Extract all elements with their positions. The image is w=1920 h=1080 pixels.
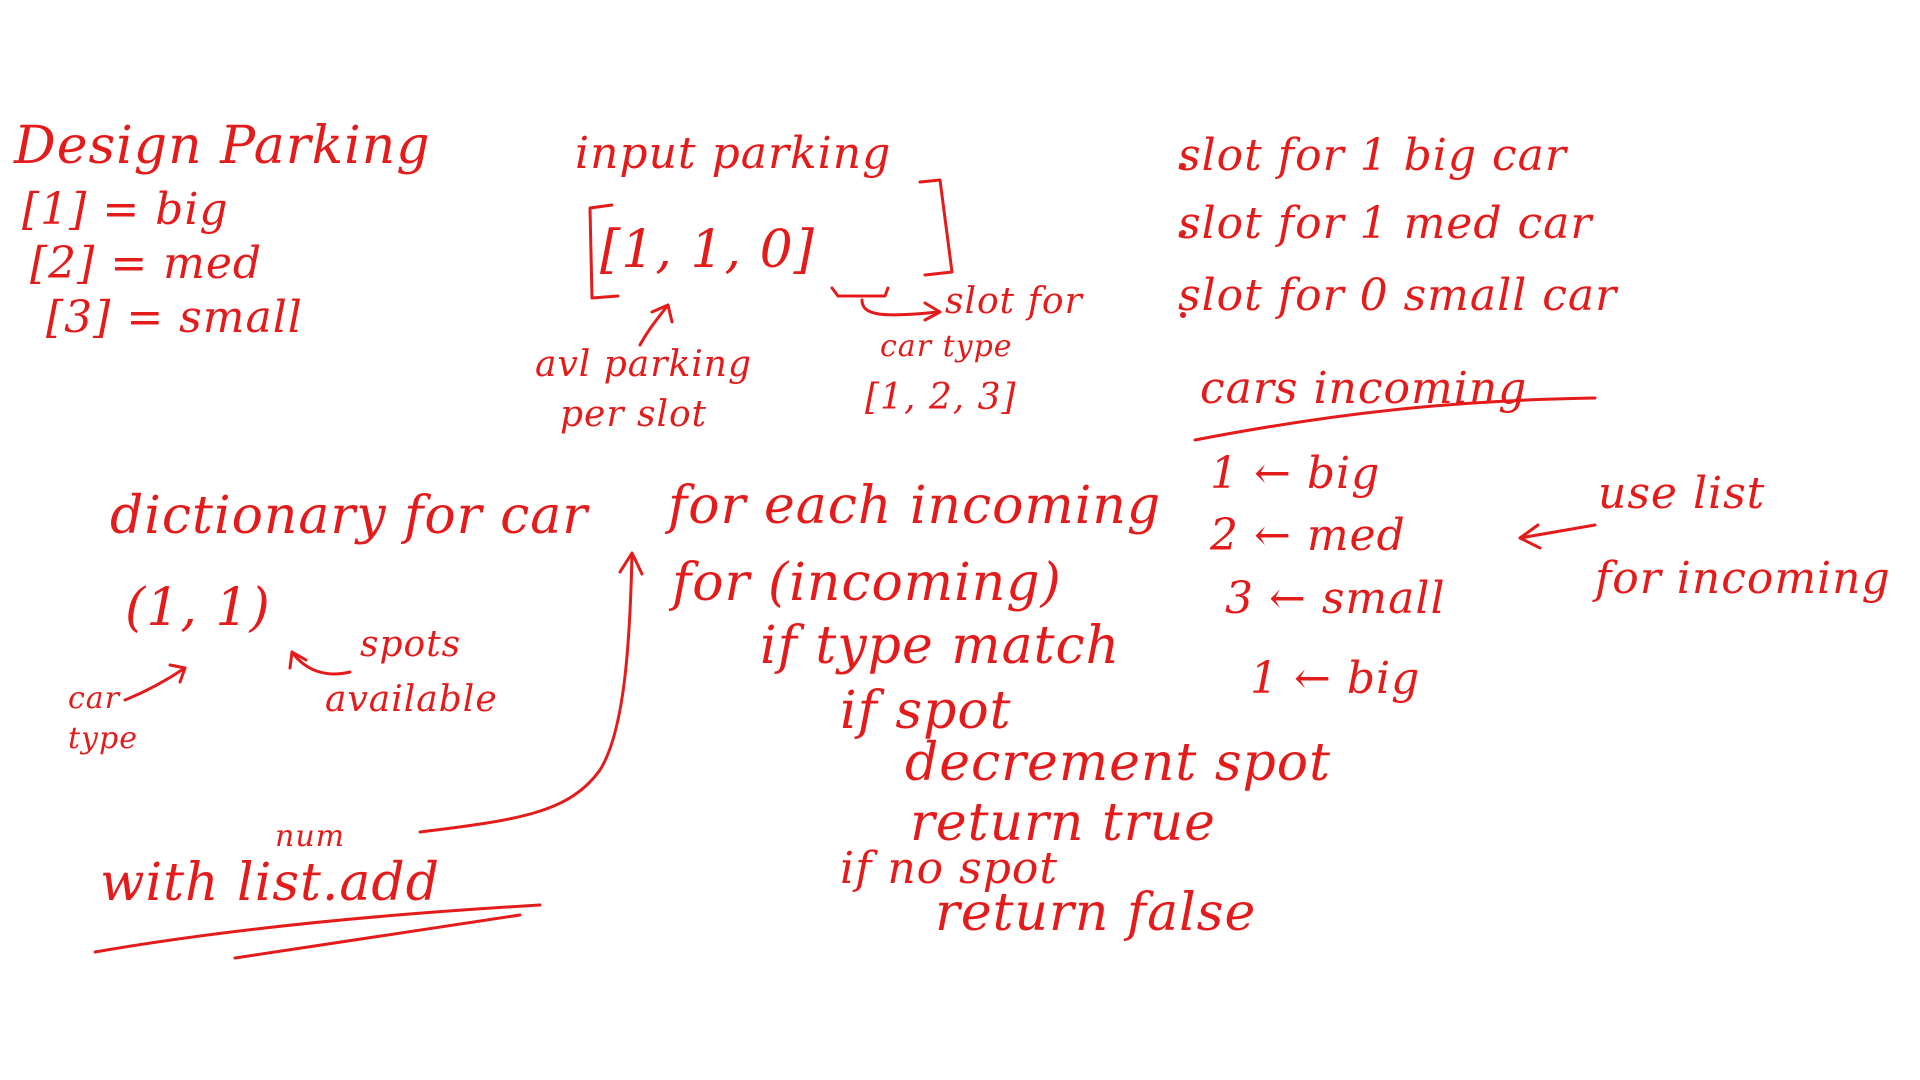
bullet-small-car: slot for 0 small car — [1178, 270, 1618, 321]
algo-if-no-spot: if no spot — [840, 843, 1059, 894]
incoming-2-med: 2 ← med — [1210, 510, 1406, 561]
title-design-parking: Design Parking — [14, 116, 431, 176]
outer-right-bracket — [918, 178, 954, 277]
for-incoming-label: for incoming — [1595, 553, 1891, 604]
algo-for-each-incoming: for each incoming — [668, 476, 1162, 536]
input-array: [1, 1, 0] — [600, 220, 815, 280]
arrow-slot-for — [860, 298, 940, 317]
arrow-use-list — [1518, 523, 1597, 540]
arrow-spots-head — [288, 650, 308, 670]
def-small: [3] = small — [46, 292, 303, 343]
incoming-3-small: 3 ← small — [1225, 573, 1446, 624]
arrow-car-type-head — [168, 663, 187, 684]
def-med: [2] = med — [30, 238, 263, 289]
algo-decrement-spot: decrement spot — [905, 733, 1331, 793]
incoming-1-big: 1 ← big — [1210, 448, 1381, 499]
num-label: num — [275, 819, 346, 854]
with-list-add-label: with list.add — [100, 853, 441, 913]
input-parking-label: input parking — [575, 128, 892, 179]
slot-hook — [830, 286, 890, 298]
slot-for-label: slot for — [945, 281, 1083, 322]
arrow-car-type — [123, 666, 187, 702]
incoming-4-big: 1 ← big — [1250, 653, 1421, 704]
arrow-avl-up — [638, 303, 670, 347]
bullet-med-car: slot for 1 med car — [1178, 198, 1593, 249]
car-label: car — [68, 681, 121, 716]
use-list-label: use list — [1598, 468, 1766, 519]
algo-if-type-match: if type match — [760, 616, 1121, 676]
type-label: type — [68, 721, 138, 756]
arrow-avl-head — [650, 303, 674, 324]
tuple-label: (1, 1) — [125, 578, 271, 638]
spots-label: spots — [360, 624, 462, 665]
algo-for-incoming: for (incoming) — [672, 553, 1062, 613]
arrow-spots — [290, 650, 352, 676]
car-type-label: car type — [880, 329, 1013, 364]
cars-incoming-heading: cars incoming — [1200, 363, 1528, 414]
algo-if-spot: if spot — [840, 681, 1012, 741]
underline-list-add-2 — [233, 913, 522, 960]
def-big: [1] = big — [22, 184, 229, 235]
algo-return-true: return true — [910, 793, 1216, 853]
dictionary-label: dictionary for car — [110, 486, 589, 546]
arrow-slot-for-head — [923, 301, 942, 322]
avl-parking-label: avl parking — [535, 344, 753, 385]
bullet-big-car: slot for 1 big car — [1178, 130, 1567, 181]
car-type-array: [1, 2, 3] — [865, 377, 1017, 418]
available-label: available — [325, 679, 498, 720]
per-slot-label: per slot — [560, 394, 708, 435]
algo-return-false: return false — [935, 883, 1257, 943]
arrow-list-add-head — [618, 551, 644, 576]
arrow-use-list-head — [1518, 523, 1542, 550]
